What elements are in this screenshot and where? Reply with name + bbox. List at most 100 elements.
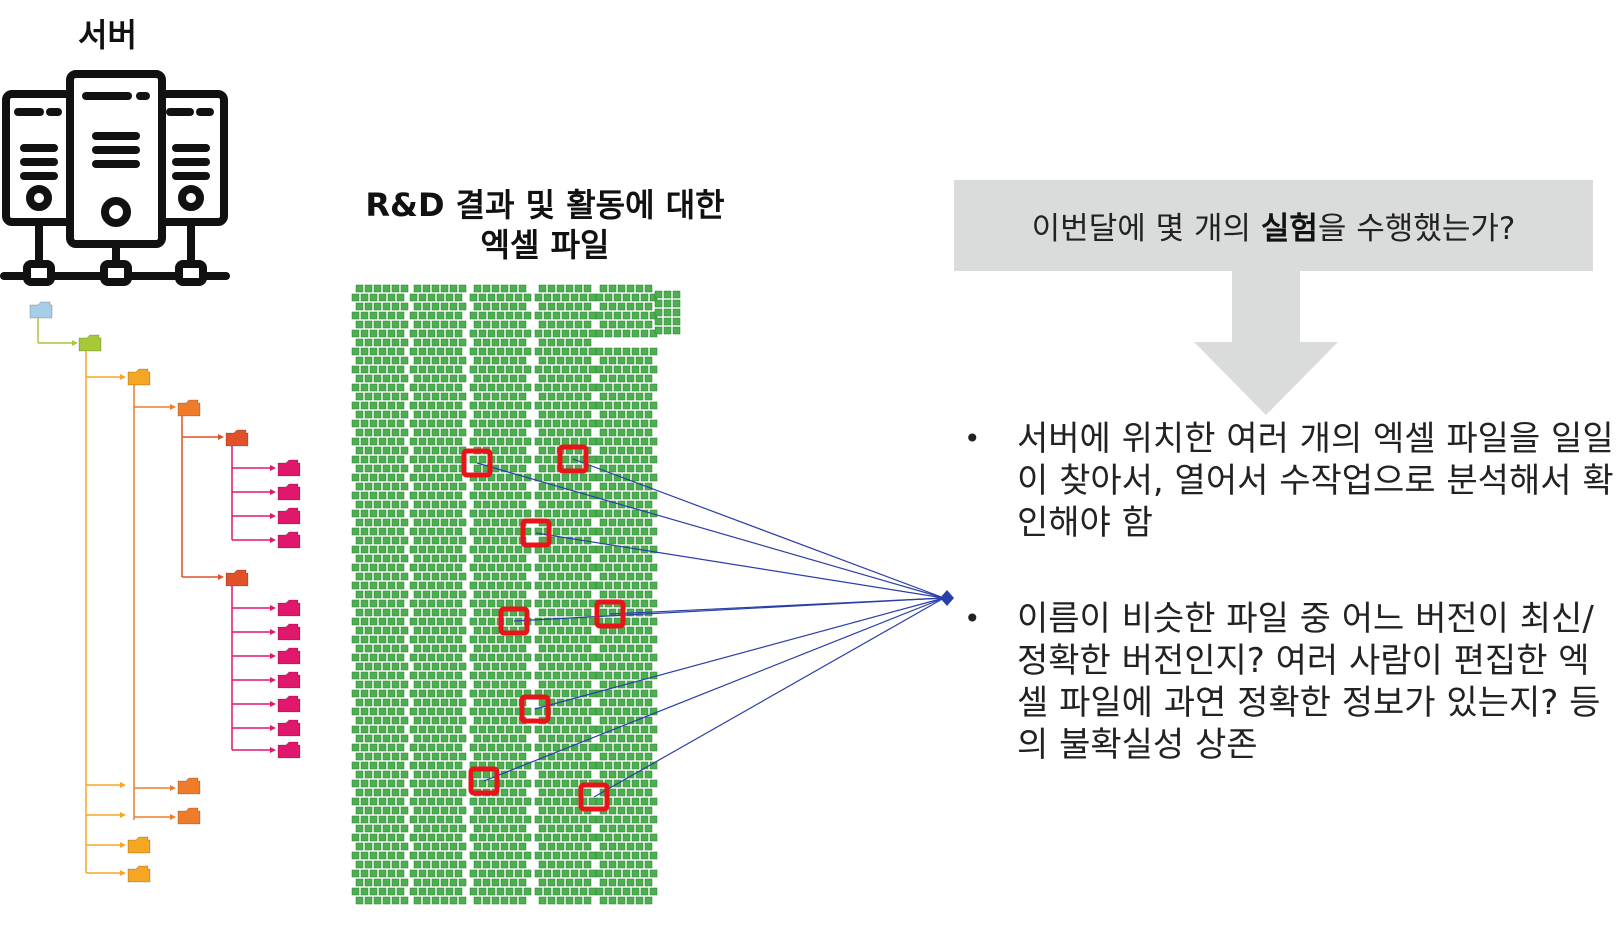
excel-file-icon: [478, 455, 487, 464]
excel-file-icon: [518, 338, 527, 347]
excel-file-icon: [382, 626, 391, 635]
excel-file-icon: [487, 707, 496, 716]
excel-file-icon: [382, 788, 391, 797]
excel-file-icon: [509, 446, 518, 455]
excel-file-icon: [482, 374, 491, 383]
excel-file-icon: [491, 896, 500, 905]
excel-file-icon: [538, 824, 547, 833]
folder-icon: [177, 777, 201, 795]
excel-file-icon: [613, 581, 622, 590]
excel-file-icon: [588, 509, 597, 518]
tree-arrow: [120, 374, 126, 380]
excel-file-icon: [396, 563, 405, 572]
excel-file-icon: [604, 455, 613, 464]
excel-file-icon: [369, 509, 378, 518]
excel-file-icon: [454, 383, 463, 392]
excel-file-icon: [364, 806, 373, 815]
excel-file-icon: [431, 428, 440, 437]
link-line: [535, 532, 945, 599]
excel-file-icon: [351, 365, 360, 374]
excel-file-icon: [617, 644, 626, 653]
excel-file-icon: [436, 473, 445, 482]
excel-file-icon: [351, 653, 360, 662]
excel-file-icon: [547, 680, 556, 689]
excel-file-icon: [626, 392, 635, 401]
excel-file-icon: [496, 365, 505, 374]
excel-file-icon: [595, 869, 604, 878]
excel-file-icon: [518, 680, 527, 689]
excel-file-icon: [514, 689, 523, 698]
excel-file-icon: [622, 635, 631, 644]
excel-file-icon: [418, 851, 427, 860]
excel-file-icon: [561, 473, 570, 482]
excel-file-icon: [635, 662, 644, 671]
excel-file-icon: [427, 635, 436, 644]
excel-file-icon: [588, 887, 597, 896]
excel-file-icon: [418, 509, 427, 518]
excel-file-icon: [604, 851, 613, 860]
excel-file-icon: [387, 779, 396, 788]
tree-arrow: [270, 701, 276, 707]
excel-file-icon: [613, 401, 622, 410]
excel-file-icon: [396, 293, 405, 302]
excel-file-icon: [538, 860, 547, 869]
excel-file-icon: [514, 581, 523, 590]
excel-file-icon: [644, 320, 653, 329]
excel-file-icon: [449, 860, 458, 869]
excel-file-icon: [355, 590, 364, 599]
excel-file-icon: [478, 347, 487, 356]
excel-file-icon: [378, 725, 387, 734]
excel-file-icon: [561, 779, 570, 788]
excel-file-icon: [400, 446, 409, 455]
excel-file-icon: [583, 698, 592, 707]
excel-file-icon: [491, 878, 500, 887]
excel-file-icon: [378, 581, 387, 590]
excel-file-icon: [478, 581, 487, 590]
excel-file-icon: [565, 374, 574, 383]
excel-file-icon: [654, 299, 663, 308]
excel-file-icon: [570, 581, 579, 590]
excel-file-icon: [364, 464, 373, 473]
excel-file-icon: [373, 824, 382, 833]
excel-file-icon: [449, 464, 458, 473]
excel-file-icon: [382, 860, 391, 869]
excel-file-icon: [409, 347, 418, 356]
excel-file-icon: [418, 437, 427, 446]
excel-file-icon: [635, 482, 644, 491]
server-rack-icon: [0, 70, 230, 286]
excel-file-icon: [565, 698, 574, 707]
excel-file-icon: [351, 383, 360, 392]
tree-arrow: [270, 629, 276, 635]
excel-file-icon: [523, 797, 532, 806]
excel-file-icon: [355, 824, 364, 833]
link-line: [483, 597, 945, 782]
excel-file-icon: [547, 842, 556, 851]
excel-file-icon: [617, 356, 626, 365]
excel-file-icon: [351, 455, 360, 464]
excel-file-icon: [635, 374, 644, 383]
tree-arrow: [270, 465, 276, 471]
excel-file-icon: [644, 536, 653, 545]
excel-file-icon: [449, 770, 458, 779]
excel-file-icon: [509, 554, 518, 563]
excel-file-icon: [409, 851, 418, 860]
excel-file-icon: [640, 293, 649, 302]
excel-file-icon: [514, 329, 523, 338]
excel-file-icon: [400, 428, 409, 437]
excel-file-icon: [565, 410, 574, 419]
excel-file-icon: [640, 887, 649, 896]
excel-file-icon: [360, 419, 369, 428]
excel-file-icon: [547, 500, 556, 509]
excel-file-icon: [649, 563, 658, 572]
excel-file-icon: [454, 887, 463, 896]
excel-file-icon: [418, 311, 427, 320]
excel-file-icon: [556, 788, 565, 797]
excel-file-icon: [373, 752, 382, 761]
excel-file-icon: [588, 743, 597, 752]
excel-file-icon: [454, 725, 463, 734]
excel-file-icon: [413, 644, 422, 653]
excel-file-icon: [478, 617, 487, 626]
excel-file-icon: [505, 329, 514, 338]
excel-file-icon: [458, 788, 467, 797]
excel-file-icon: [469, 311, 478, 320]
